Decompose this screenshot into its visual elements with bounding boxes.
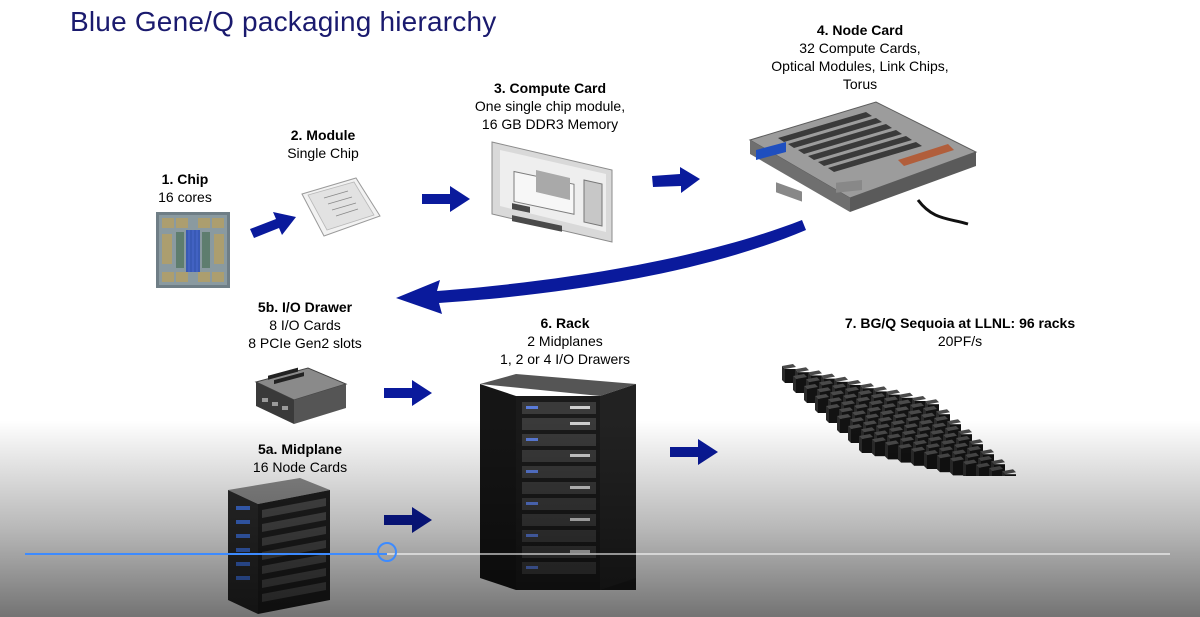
midplane-line-1: 16 Node Cards [252,459,348,475]
label-sequoia: 7. BG/Q Sequoia at LLNL: 96 racks 20PF/s [810,314,1110,350]
node-card-image [748,101,978,226]
label-chip: 1. Chip 16 cores [150,170,220,206]
video-progress-thumb[interactable] [376,542,397,562]
io-drawer-line-2: 8 PCIe Gen2 slots [248,335,362,351]
rack-line-1: 2 Midplanes [527,333,603,349]
label-io-drawer: 5b. I/O Drawer 8 I/O Cards 8 PCIe Gen2 s… [235,298,375,352]
node-card-line-1: 32 Compute Cards, [799,40,921,56]
io-drawer-image [254,367,348,424]
node-card-heading: 4. Node Card [816,22,904,38]
rack-line-2: 1, 2 or 4 I/O Drawers [500,351,630,367]
midplane-image [228,478,330,614]
label-module: 2. Module Single Chip [268,126,378,162]
node-card-line-2: Optical Modules, Link Chips, [771,58,949,74]
arrow-io-to-rack-icon [384,380,432,406]
midplane-heading: 5a. Midplane [257,441,343,457]
arrow-rack-to-sequoia-icon [670,439,718,465]
slide-title: Blue Gene/Q packaging hierarchy [70,6,497,37]
arrow-midplane-to-rack-icon [384,507,432,533]
label-rack: 6. Rack 2 Midplanes 1, 2 or 4 I/O Drawer… [475,314,655,368]
sequoia-racks-image [782,364,1016,476]
module-line-1: Single Chip [287,145,359,161]
label-node-card: 4. Node Card 32 Compute Cards, Optical M… [755,21,965,93]
sequoia-heading: 7. BG/Q Sequoia at LLNL: 96 racks [844,315,1076,331]
node-card-line-3: Torus [842,76,878,92]
compute-card-image [491,141,613,243]
module-chip-image [301,177,381,237]
module-heading: 2. Module [290,127,356,143]
rack-image [480,374,636,590]
video-progress-bar[interactable] [25,542,1170,562]
compute-card-heading: 3. Compute Card [493,80,606,96]
label-compute-card: 3. Compute Card One single chip module, … [460,79,640,133]
chip-heading: 1. Chip [161,171,209,187]
compute-card-line-2: 16 GB DDR3 Memory [481,116,619,132]
video-progress-fill [25,553,387,555]
io-drawer-heading: 5b. I/O Drawer [257,299,353,315]
arrow-compute-to-node-icon [652,167,700,193]
chip-die-image [156,212,230,288]
io-drawer-line-1: 8 I/O Cards [269,317,341,333]
arrow-node-to-io-icon [396,220,806,314]
arrow-module-to-compute-icon [422,186,470,212]
compute-card-line-1: One single chip module, [474,98,626,114]
arrow-chip-to-module-icon [250,212,296,238]
chip-line-1: 16 cores [158,189,212,205]
rack-heading: 6. Rack [540,315,590,331]
label-midplane: 5a. Midplane 16 Node Cards [235,440,365,476]
sequoia-line-1: 20PF/s [937,333,983,349]
